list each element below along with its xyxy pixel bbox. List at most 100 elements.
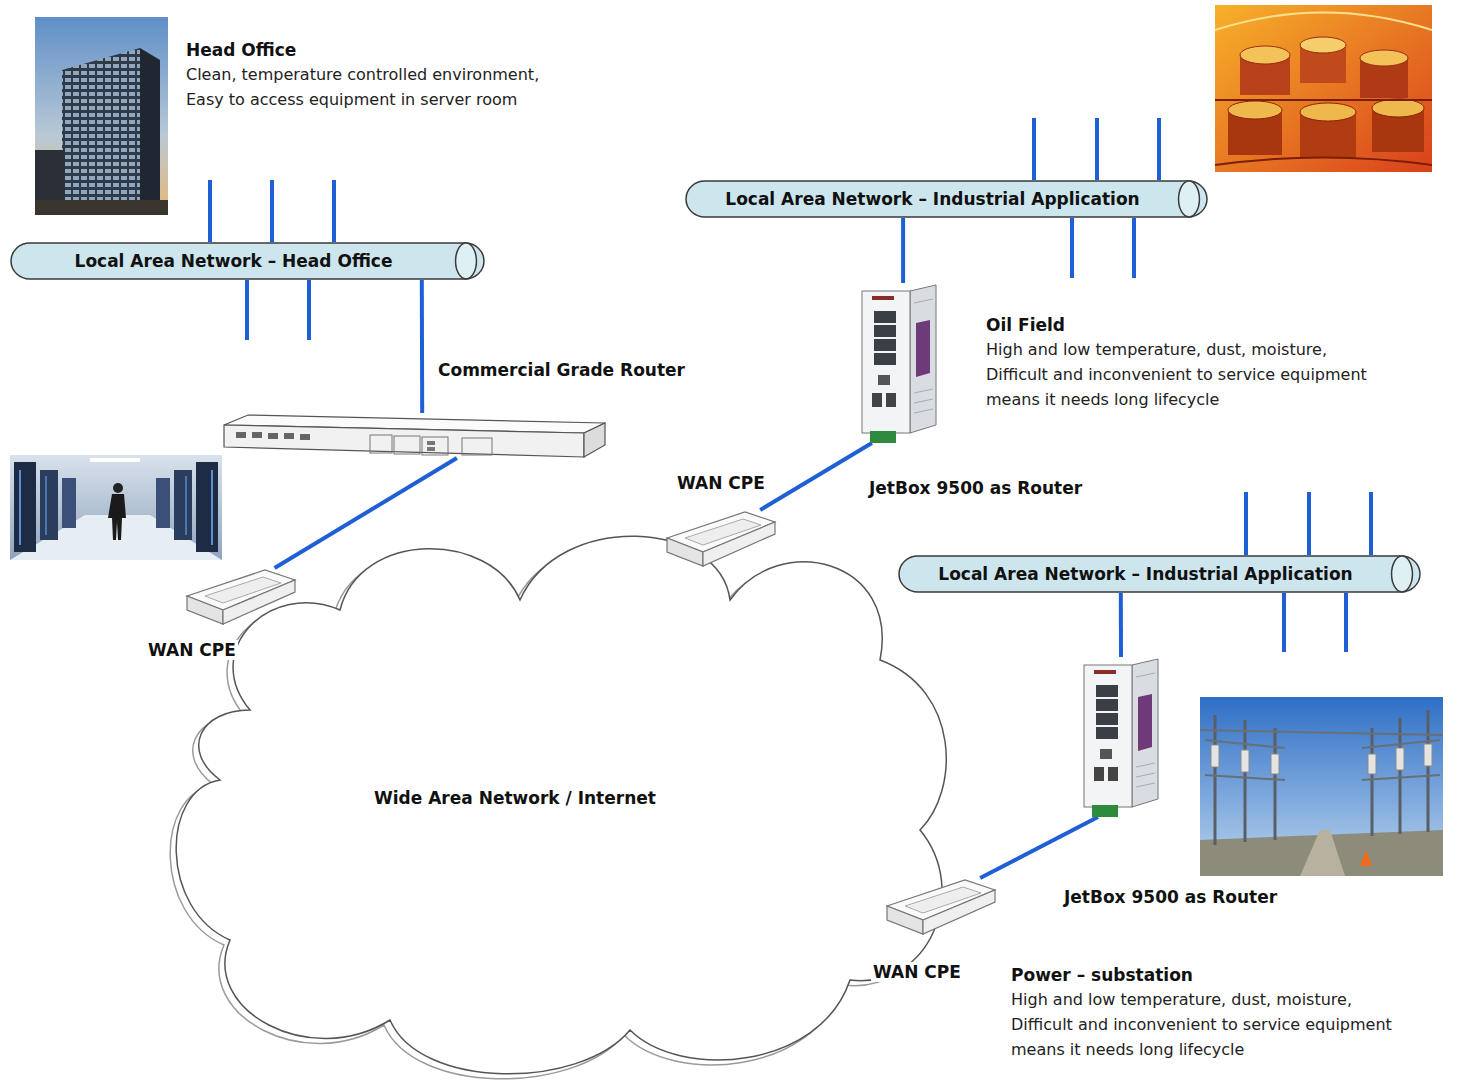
router-device-shape: [427, 447, 435, 451]
substation-photo: [1360, 850, 1372, 866]
router-device-shape: [224, 425, 584, 457]
substation-photo: [1200, 697, 1443, 876]
router-device-shape: [236, 432, 246, 438]
substation-photo: [1200, 730, 1443, 735]
substation-photo: [1200, 730, 1443, 780]
wan-cpe-device: WAN CPE: [185, 568, 297, 628]
lan-drop-lines: [1032, 118, 1036, 180]
server-room-photo: [46, 476, 47, 535]
site-description: High and low temperature, dust, moisture…: [986, 337, 1376, 412]
jetbox-router-shape: [914, 389, 933, 393]
server-room-photo: [211, 470, 213, 545]
oil-field-photo: [1215, 100, 1432, 165]
lan-drop-lines: [1344, 593, 1348, 652]
cloud-label: Wide Area Network / Internet: [374, 788, 656, 808]
lan-drop-lines: [1157, 118, 1161, 180]
wan-cpe-device-shape: [185, 568, 297, 628]
router-device-shape: [284, 433, 294, 439]
wan-cpe-device-shape: [187, 596, 223, 624]
lan-drop-lines: [1244, 492, 1248, 555]
router-device-shape: [252, 432, 262, 438]
jetbox-router-shape: [1080, 657, 1162, 817]
oil-field-photo: [1215, 5, 1432, 172]
substation-photo: [1396, 748, 1404, 770]
server-room-photo: [10, 455, 222, 560]
substation-photo: [1371, 728, 1374, 836]
wan-cpe-device-shape: [703, 522, 775, 566]
connector-line: [420, 280, 424, 413]
lan-drop-lines: [208, 180, 212, 242]
jetbox-router-shape: [872, 393, 882, 407]
site-description: Clean, temperature controlled environmen…: [186, 62, 576, 112]
wan-cpe-device: WAN CPE: [885, 878, 997, 938]
lan-band-shape: [11, 243, 484, 279]
substation-photo: [1274, 728, 1277, 840]
server-room-photo: [19, 470, 21, 545]
jetbox-router-shape: [872, 296, 894, 300]
lan-band: Local Area Network – Industrial Applicat…: [898, 555, 1421, 593]
jetbox-router-shape: [914, 299, 933, 303]
jetbox-router-shape: [916, 320, 930, 377]
lan-drop-lines: [1369, 492, 1373, 555]
substation-photo: [1211, 744, 1432, 774]
substation-photo: [1200, 697, 1443, 876]
jetbox-router-shape: [1096, 685, 1118, 697]
substation-photo: [1205, 775, 1285, 780]
office-photo: [62, 48, 140, 215]
router-device-shape: [370, 435, 392, 453]
jetbox-router-shape: [886, 393, 896, 407]
jetbox-router-shape: [1136, 773, 1155, 777]
device-label: Commercial Grade Router: [436, 360, 687, 380]
jetbox-router-shape: [1138, 694, 1152, 751]
jetbox-router-shape: [870, 431, 896, 443]
jetbox-router-shape: [858, 283, 940, 443]
oil-field-photo: [1300, 37, 1346, 53]
jetbox-router-shape: [914, 409, 933, 413]
jetbox-router-shape: [1132, 659, 1158, 807]
server-room-photo: [196, 462, 218, 552]
jetbox-router-shape: [1136, 673, 1155, 677]
router-device-shape: [394, 436, 420, 454]
band-label: Local Area Network – Industrial Applicat…: [725, 189, 1139, 209]
lan-band: Local Area Network – Industrial Applicat…: [685, 180, 1208, 218]
office-photo: [35, 17, 168, 215]
server-room-photo: [90, 458, 140, 462]
substation-photo: [1241, 750, 1249, 772]
jetbox-router-shape: [874, 325, 896, 337]
oil-field-photo: [1228, 101, 1282, 119]
jetbox-router-shape: [1094, 767, 1104, 781]
jetbox-router-shape: [1108, 767, 1118, 781]
wan-cloud-shape: [170, 536, 946, 1079]
oil-field-photo: [1360, 50, 1408, 66]
router-device-shape: [584, 423, 605, 457]
lan-band-shape: [686, 181, 1207, 217]
router-device: Commercial Grade Router: [222, 413, 607, 458]
wan-cpe-device-shape: [887, 906, 923, 934]
jetbox-router-shape: [1092, 805, 1118, 817]
wan-cpe-device: WAN CPE: [665, 510, 777, 570]
oil-field-photo: [1215, 13, 1432, 31]
jetbox-router-shape: [1096, 699, 1118, 711]
server-room-photo: [156, 478, 170, 528]
jetbox-router-shape: [1096, 713, 1118, 725]
jetbox-router-shape: [874, 339, 896, 351]
jetbox-router: JetBox 9500 as Router: [1080, 657, 1162, 817]
jetbox-router-shape: [862, 291, 910, 433]
lan-band-shape: [899, 556, 1420, 592]
jetbox-router-shape: [1094, 670, 1116, 674]
lan-band-shape: [1179, 181, 1200, 217]
server-room-photo: [113, 483, 123, 493]
router-device-shape: [422, 437, 448, 455]
substation-photo: [1300, 830, 1345, 876]
site-heading: Oil Field: [986, 315, 1065, 335]
band-label: Local Area Network – Industrial Applicat…: [938, 564, 1352, 584]
jetbox-router: JetBox 9500 as Router: [858, 283, 940, 443]
connector-line: [760, 443, 872, 510]
server-room-photo: [62, 478, 76, 528]
lan-drop-lines: [1307, 492, 1311, 555]
wan-cloud-shape: [176, 536, 946, 1074]
wan-cpe-device-shape: [665, 510, 777, 570]
server-room-photo: [108, 494, 126, 540]
oil-field-photo: [1215, 5, 1432, 172]
